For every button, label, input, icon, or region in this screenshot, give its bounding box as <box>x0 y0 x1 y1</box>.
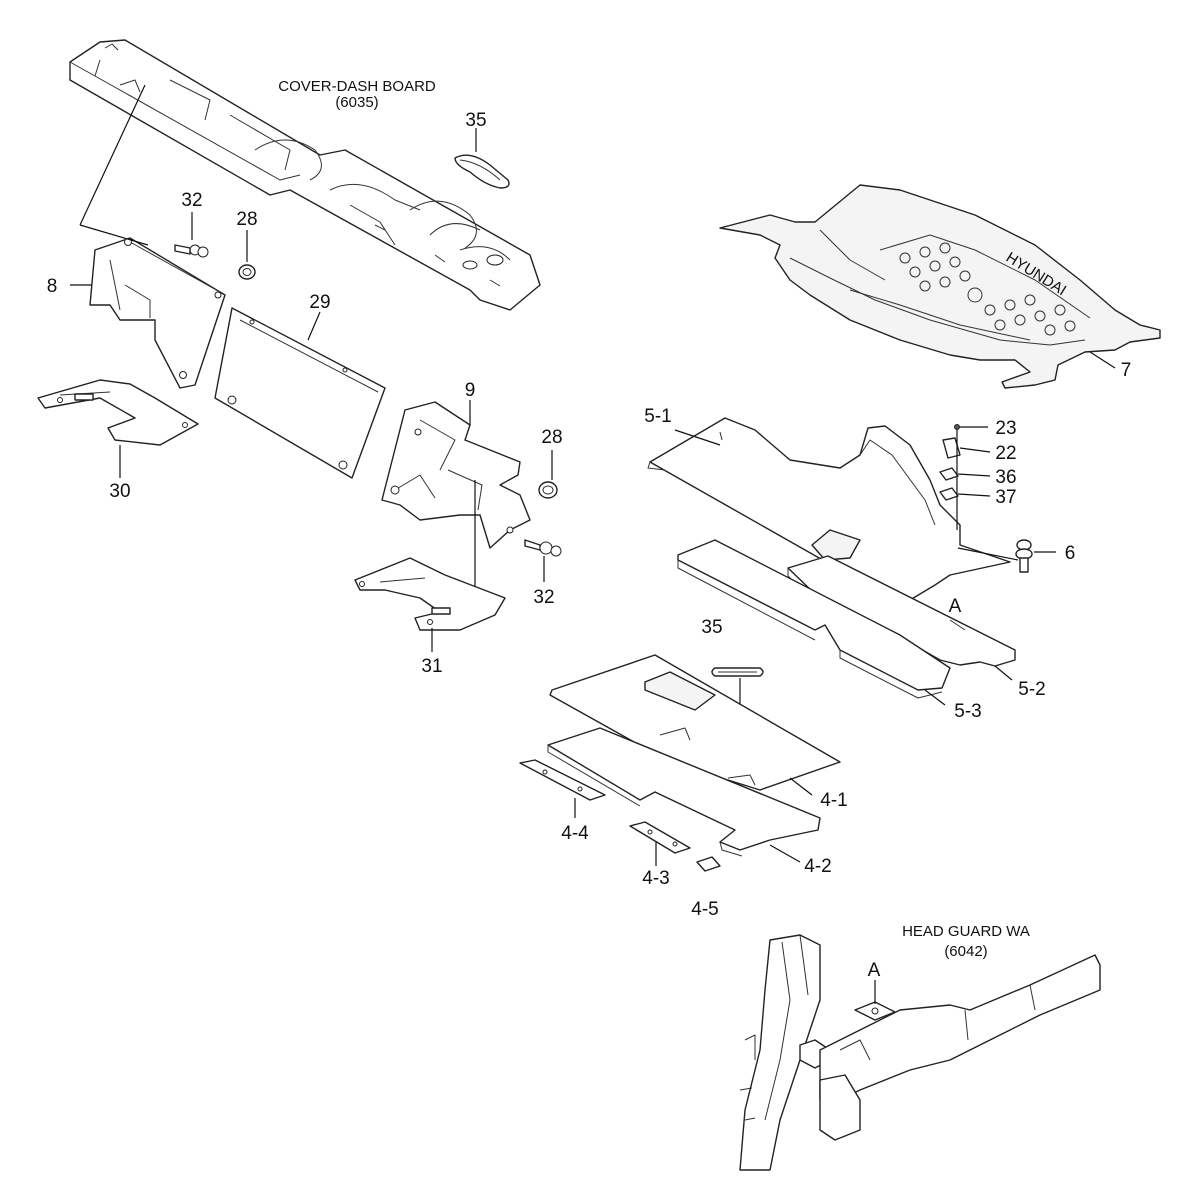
callout-4-1: 4-1 <box>820 790 847 811</box>
part-29-panel <box>214 307 386 479</box>
callout-4-4: 4-4 <box>561 823 589 844</box>
part-32-upper <box>174 212 209 258</box>
callout-8: 8 <box>47 276 58 297</box>
part-35-top <box>454 128 510 189</box>
assembly-name-head-guard-wa: HEAD GUARD WA <box>902 923 1030 940</box>
callout-9: 9 <box>465 380 476 401</box>
part-31-plates <box>354 557 506 652</box>
callout-5-1: 5-1 <box>644 406 671 427</box>
part-5-3-pad <box>677 539 951 706</box>
part-4-1-mat <box>549 654 841 796</box>
callout-35-top: 35 <box>465 110 486 131</box>
callout-A-lower: A <box>868 960 881 981</box>
assembly-code-cover-dash-board: (6035) <box>335 94 378 111</box>
part-5-1-mat <box>647 417 1011 606</box>
callout-29: 29 <box>309 292 330 313</box>
part-4-5-clip <box>696 856 721 872</box>
callout-7: 7 <box>1121 360 1132 381</box>
callout-35-lower: 35 <box>701 617 722 638</box>
part-23-22-36-37-hardware <box>939 424 991 530</box>
cover-dash-board-part <box>69 39 541 311</box>
callout-37: 37 <box>995 487 1016 508</box>
part-30-plate <box>37 379 199 478</box>
assembly-code-head-guard-wa: (6042) <box>944 943 987 960</box>
callout-4-5: 4-5 <box>691 899 718 920</box>
callout-32-upper: 32 <box>181 190 202 211</box>
part-4-4-strip <box>519 759 606 818</box>
part-9-bracket <box>381 400 531 610</box>
callout-30: 30 <box>109 481 130 502</box>
callout-28-lower: 28 <box>541 427 562 448</box>
callout-31: 31 <box>421 656 442 677</box>
callout-36: 36 <box>995 467 1016 488</box>
callout-23: 23 <box>995 418 1016 439</box>
part-4-3-strip <box>629 821 691 866</box>
callout-4-3: 4-3 <box>642 868 669 889</box>
callout-4-2: 4-2 <box>804 856 831 877</box>
part-6-bolt <box>957 539 1056 573</box>
part-7-floor-mat <box>719 184 1161 389</box>
part-28-lower <box>538 450 558 499</box>
callout-28-upper: 28 <box>236 209 257 230</box>
callout-A-upper: A <box>949 596 962 617</box>
callout-22: 22 <box>995 443 1016 464</box>
assembly-name-cover-dash-board: COVER-DASH BOARD <box>278 78 436 95</box>
part-32-lower <box>524 539 562 582</box>
callout-6: 6 <box>1065 543 1076 564</box>
head-guard-wa-part <box>739 934 1101 1171</box>
part-4-2-pad <box>547 727 821 863</box>
callout-5-3: 5-3 <box>954 701 981 722</box>
callout-32-lower: 32 <box>533 587 554 608</box>
callout-5-2: 5-2 <box>1018 679 1045 700</box>
mat-dimple-pattern <box>899 242 1076 336</box>
part-28-upper <box>238 230 256 280</box>
part-8-bracket <box>70 84 226 389</box>
